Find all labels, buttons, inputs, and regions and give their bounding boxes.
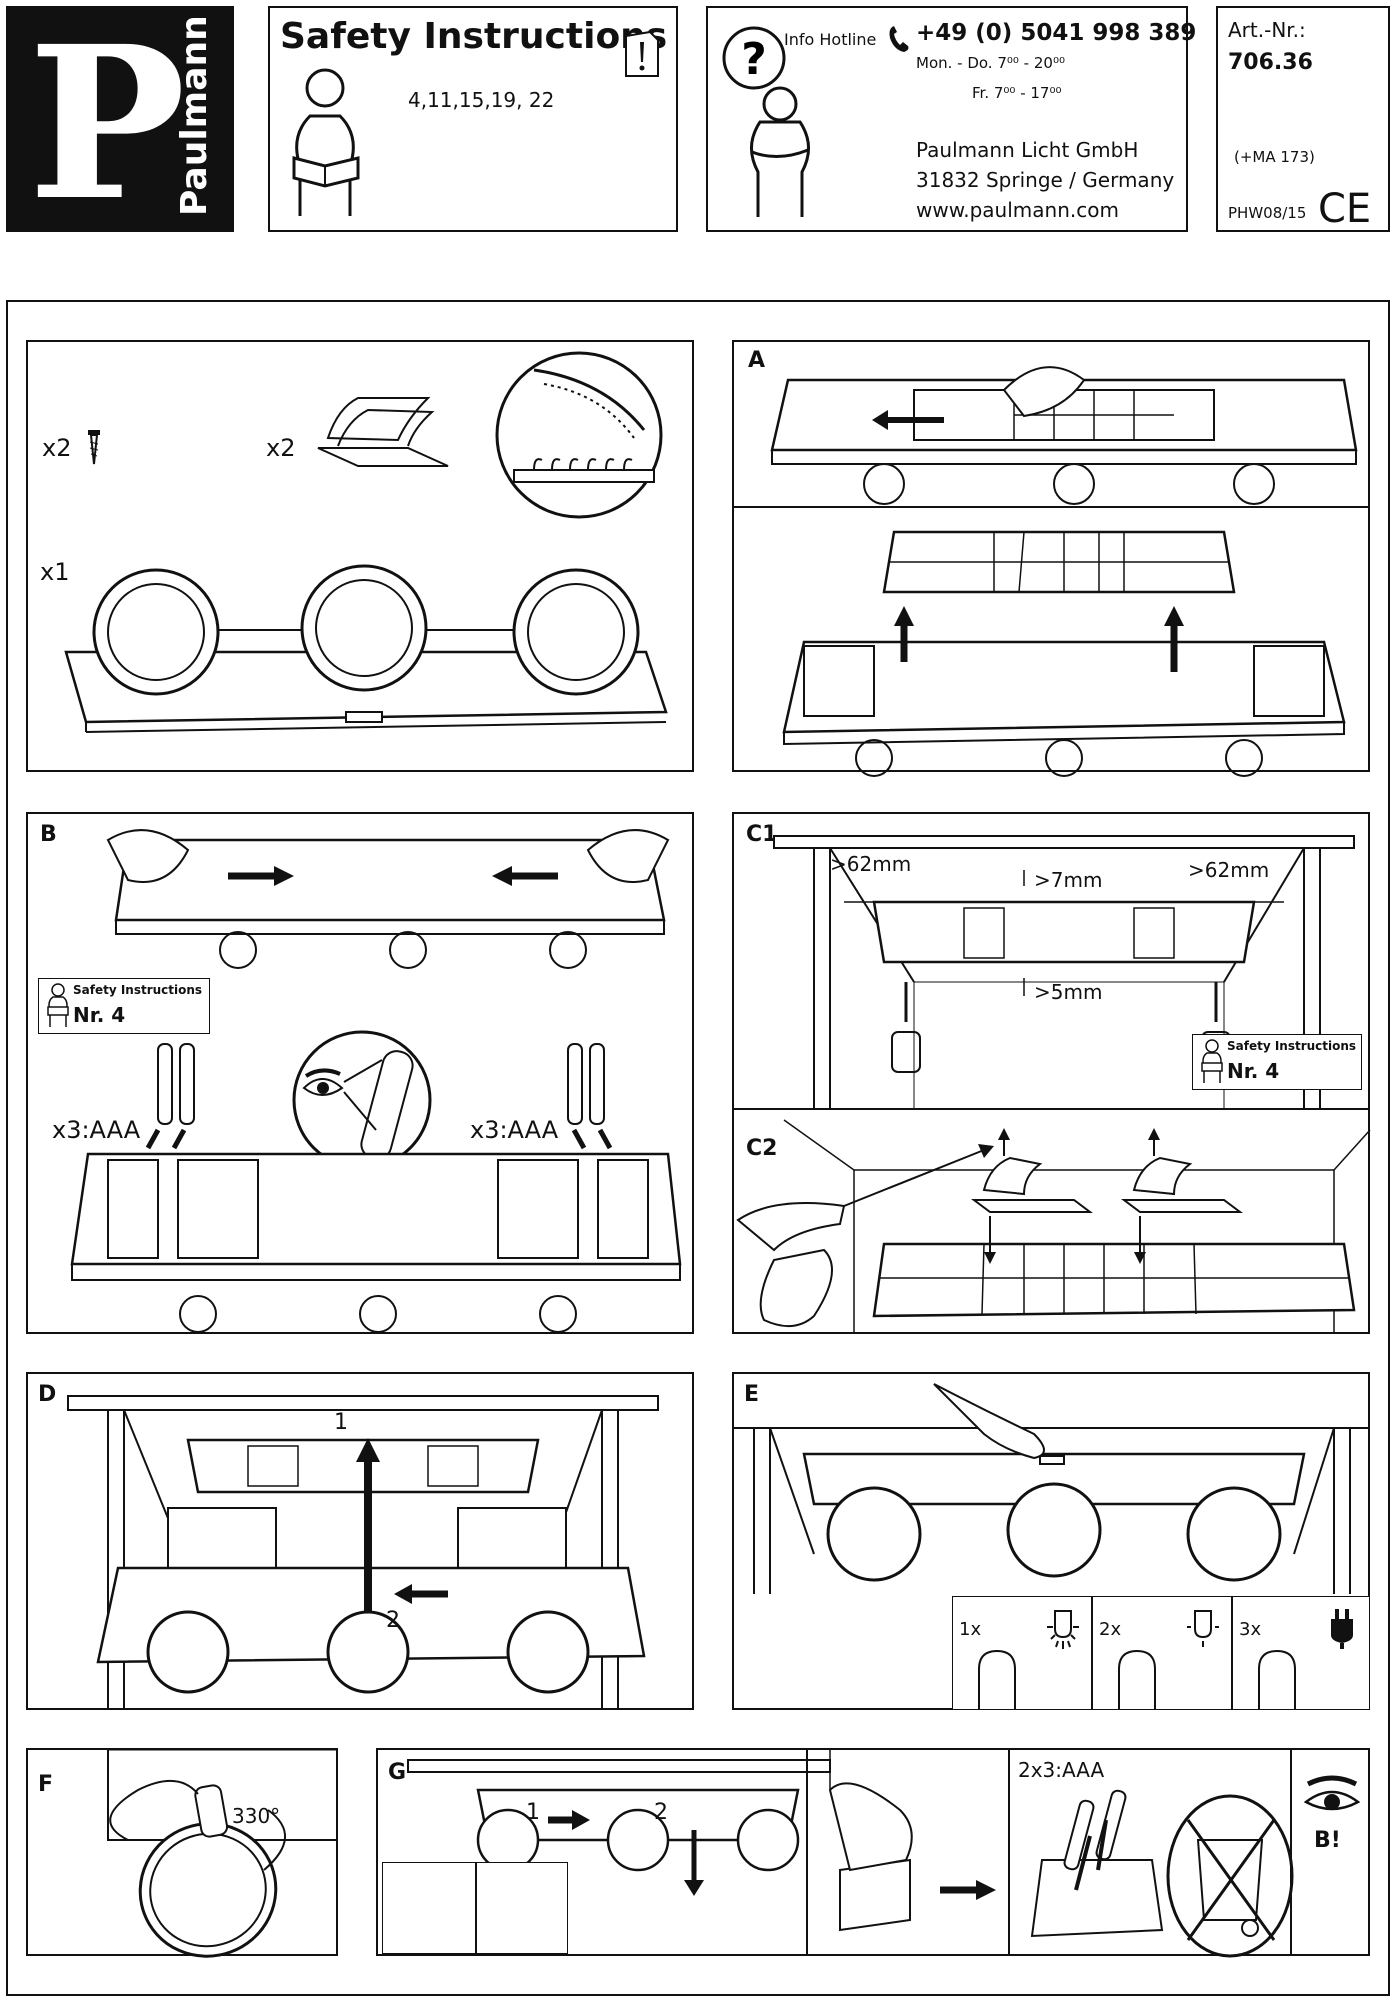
article-label: Art.-Nr.:	[1228, 18, 1306, 42]
company-address: 31832 Springe / Germany	[916, 168, 1175, 192]
step-g-number-1: 1	[526, 1800, 540, 1825]
step-c2-panel: C2	[732, 1108, 1371, 1334]
lamp-count: x1	[40, 558, 70, 586]
logo-brand: Paulmann	[174, 15, 215, 216]
article-box: Art.-Nr.: 706.36 (+MA 173) PHW08/15 CE	[1216, 6, 1390, 232]
distance-top: >7mm	[1034, 868, 1103, 892]
step-d-number-2: 2	[386, 1608, 400, 1633]
press-once-label: 1x	[959, 1619, 982, 1640]
distance-right: >62mm	[1188, 858, 1270, 882]
rotation-angle: 330°	[232, 1804, 281, 1828]
press-modes-box: 1x 2x 3x	[952, 1596, 1370, 1710]
cabinet-mount-drawing	[773, 835, 1355, 1110]
step-f-panel: F 330°	[26, 1748, 338, 1958]
finger-press-icons	[978, 1649, 1296, 1709]
battery-count-left: x3:AAA	[52, 1116, 141, 1144]
safety-ref-c1-nr: Nr. 4	[1227, 1059, 1280, 1083]
company-name: Paulmann Licht GmbH	[916, 138, 1139, 162]
battery-count-g: 2x3:AAA	[1018, 1758, 1105, 1782]
step-a-top: A	[732, 340, 1370, 508]
step-c2-label: C2	[746, 1136, 778, 1161]
article-code: PHW08/15	[1228, 204, 1307, 222]
hang-lamp-drawing	[67, 1395, 659, 1710]
step-b-label: B	[40, 822, 57, 847]
reading-person-icon	[292, 68, 360, 216]
battery-count-right: x3:AAA	[470, 1116, 559, 1144]
see-step-b: B!	[1314, 1828, 1341, 1853]
reading-person-small-icon-2	[1201, 1039, 1223, 1083]
plug-off-icon	[1331, 1609, 1353, 1649]
lamp-set-drawing	[64, 564, 668, 733]
tape-count: x2	[266, 434, 296, 462]
press-twice-label: 2x	[1099, 1619, 1122, 1640]
safety-ref-b-title: Safety Instructions	[73, 983, 203, 997]
hotline-phone: +49 (0) 5041 998 389	[916, 20, 1197, 46]
safety-title: Safety Instructions	[280, 16, 668, 57]
battery-disposal-drawing	[1030, 1789, 1294, 1958]
logo-letter: P	[28, 0, 186, 247]
cleaning-tape-drawing	[736, 1119, 1371, 1334]
step-c1-label: C1	[746, 822, 778, 847]
safety-ref-b-nr: Nr. 4	[73, 1003, 126, 1027]
step-g-label: G	[388, 1760, 407, 1785]
distance-left: >62mm	[830, 852, 912, 876]
step-d-label: D	[38, 1382, 57, 1407]
step-b-panel: B Safety Instructions Nr. 4 x3:AAA x3:AA…	[26, 812, 694, 1334]
safety-ref-c1: Safety Instructions Nr. 4	[1192, 1034, 1362, 1090]
step-c1-panel: C1 >62mm >7mm >62mm >5mm Safety Instruct…	[732, 812, 1370, 1110]
book-warning-icon	[625, 30, 659, 77]
company-website: www.paulmann.com	[916, 198, 1119, 222]
step-d-number-1: 1	[334, 1410, 348, 1435]
ce-mark: CE	[1318, 186, 1372, 232]
eye-icon	[1303, 1775, 1361, 1811]
hotline-hours-2: Fr. 7⁰⁰ - 17⁰⁰	[972, 84, 1062, 102]
step-f-label: F	[38, 1772, 54, 1797]
step-e-label: E	[744, 1382, 760, 1407]
bright-bulb-icon	[1047, 1610, 1079, 1649]
adhesive-tape-icon	[317, 397, 449, 467]
safety-numbers: 4,11,15,19, 22	[408, 88, 555, 112]
remove-lamp-drawing	[407, 1759, 831, 1896]
step-g-number-2: 2	[654, 1800, 668, 1825]
svg-text:?: ?	[741, 34, 767, 85]
velcro-detail-circle	[495, 351, 663, 519]
step-e-panel: E 1x 2x 3x	[732, 1372, 1370, 1710]
screws-count: x2	[42, 434, 72, 462]
distance-bottom: >5mm	[1034, 980, 1103, 1004]
step-d-panel: D 1 2	[26, 1372, 694, 1710]
slide-cover-drawing	[828, 1750, 996, 1932]
switch-lamp-drawing	[734, 1383, 1370, 1594]
battery-cover-drawing	[106, 829, 670, 969]
reading-person-small-icon	[47, 983, 69, 1027]
g-detail-box	[382, 1862, 568, 1954]
dim-bulb-icon	[1187, 1610, 1219, 1647]
screw-icon	[88, 430, 100, 465]
step-a-bottom	[732, 506, 1370, 777]
rotate-lamp-drawing	[107, 1749, 338, 1958]
hotline-hours-1: Mon. - Do. 7⁰⁰ - 20⁰⁰	[916, 54, 1065, 72]
base-plate-drawing	[770, 366, 1358, 505]
safety-ref-b: Safety Instructions Nr. 4	[38, 978, 210, 1034]
question-person-icon: ?	[722, 26, 810, 217]
hotline-box: ? Info Hotline +49 (0) 5041 998 389 Mon.…	[706, 6, 1196, 232]
article-ma: (+MA 173)	[1234, 148, 1315, 166]
step-g-panel: G 1 2 2x3:AAA B!	[376, 1748, 1370, 1958]
logo-box: P Paulmann	[6, 0, 234, 247]
parts-panel: x2 x2 x1	[26, 340, 694, 772]
battery-polarity-circle	[292, 1030, 432, 1170]
phone-icon	[889, 26, 909, 52]
safety-box: Safety Instructions 4,11,15,19, 22	[268, 6, 678, 232]
article-number: 706.36	[1228, 50, 1313, 75]
battery-compartment-drawing	[70, 1043, 682, 1333]
safety-ref-c1-title: Safety Instructions	[1227, 1039, 1357, 1053]
cover-removal-drawing	[782, 530, 1346, 777]
step-a-label: A	[748, 348, 766, 373]
press-thrice-label: 3x	[1239, 1619, 1262, 1640]
hotline-label: Info Hotline	[784, 30, 877, 49]
